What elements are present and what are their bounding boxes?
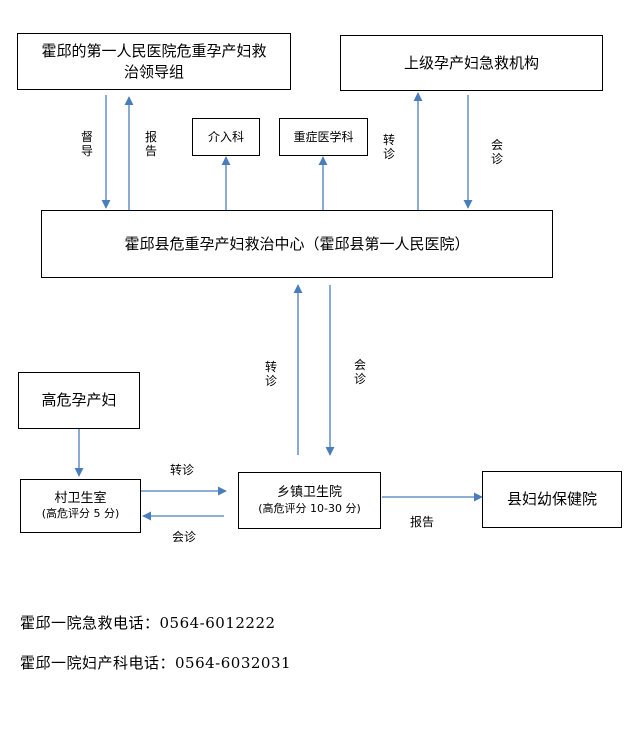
edge-label-consult-village: 会诊 <box>172 530 197 544</box>
superior-box: 上级孕产妇急救机构 <box>340 35 603 91</box>
edge-label-consult-superior: 会诊 <box>490 138 503 167</box>
critical-care-label: 重症医学科 <box>293 129 354 144</box>
edge-label-consult-center: 会诊 <box>353 358 366 387</box>
leader-group-label: 霍邱的第一人民医院危重孕产妇救治领导组 <box>41 42 267 81</box>
township-name: 乡镇卫生院 <box>276 485 342 501</box>
edge-label-transfer-center: 转诊 <box>264 360 277 389</box>
edge-label-report-up: 报告 <box>144 130 157 159</box>
village-score: (高危评分 5 分) <box>41 507 120 521</box>
critical-care-box: 重症医学科 <box>279 118 368 156</box>
interventional-box: 介入科 <box>192 118 260 156</box>
township-box: 乡镇卫生院 (高危评分 10-30 分) <box>238 472 381 529</box>
county-mch-box: 县妇幼保健院 <box>482 471 622 528</box>
superior-label: 上级孕产妇急救机构 <box>403 53 539 72</box>
emergency-phone: 霍邱一院急救电话：0564-6012222 <box>20 614 276 632</box>
high-risk-box: 高危孕产妇 <box>18 372 140 429</box>
village-name: 村卫生室 <box>54 490 107 506</box>
edge-label-supervise: 督导 <box>80 130 93 159</box>
edge-label-transfer-village: 转诊 <box>170 463 195 477</box>
edge-label-transfer-superior: 转诊 <box>382 133 395 162</box>
township-score: (高危评分 10-30 分) <box>258 501 361 515</box>
center-label: 霍邱县危重孕产妇救治中心（霍邱县第一人民医院） <box>124 234 470 253</box>
edge-label-report-county: 报告 <box>410 515 435 529</box>
leader-group-box: 霍邱的第一人民医院危重孕产妇救治领导组 <box>17 33 291 90</box>
village-box: 村卫生室 (高危评分 5 分) <box>20 479 141 533</box>
center-box: 霍邱县危重孕产妇救治中心（霍邱县第一人民医院） <box>41 210 553 278</box>
county-mch-label: 县妇幼保健院 <box>506 490 597 509</box>
interventional-label: 介入科 <box>207 129 244 144</box>
obstetrics-phone: 霍邱一院妇产科电话：0564-6032031 <box>20 654 292 672</box>
high-risk-label: 高危孕产妇 <box>41 391 117 410</box>
